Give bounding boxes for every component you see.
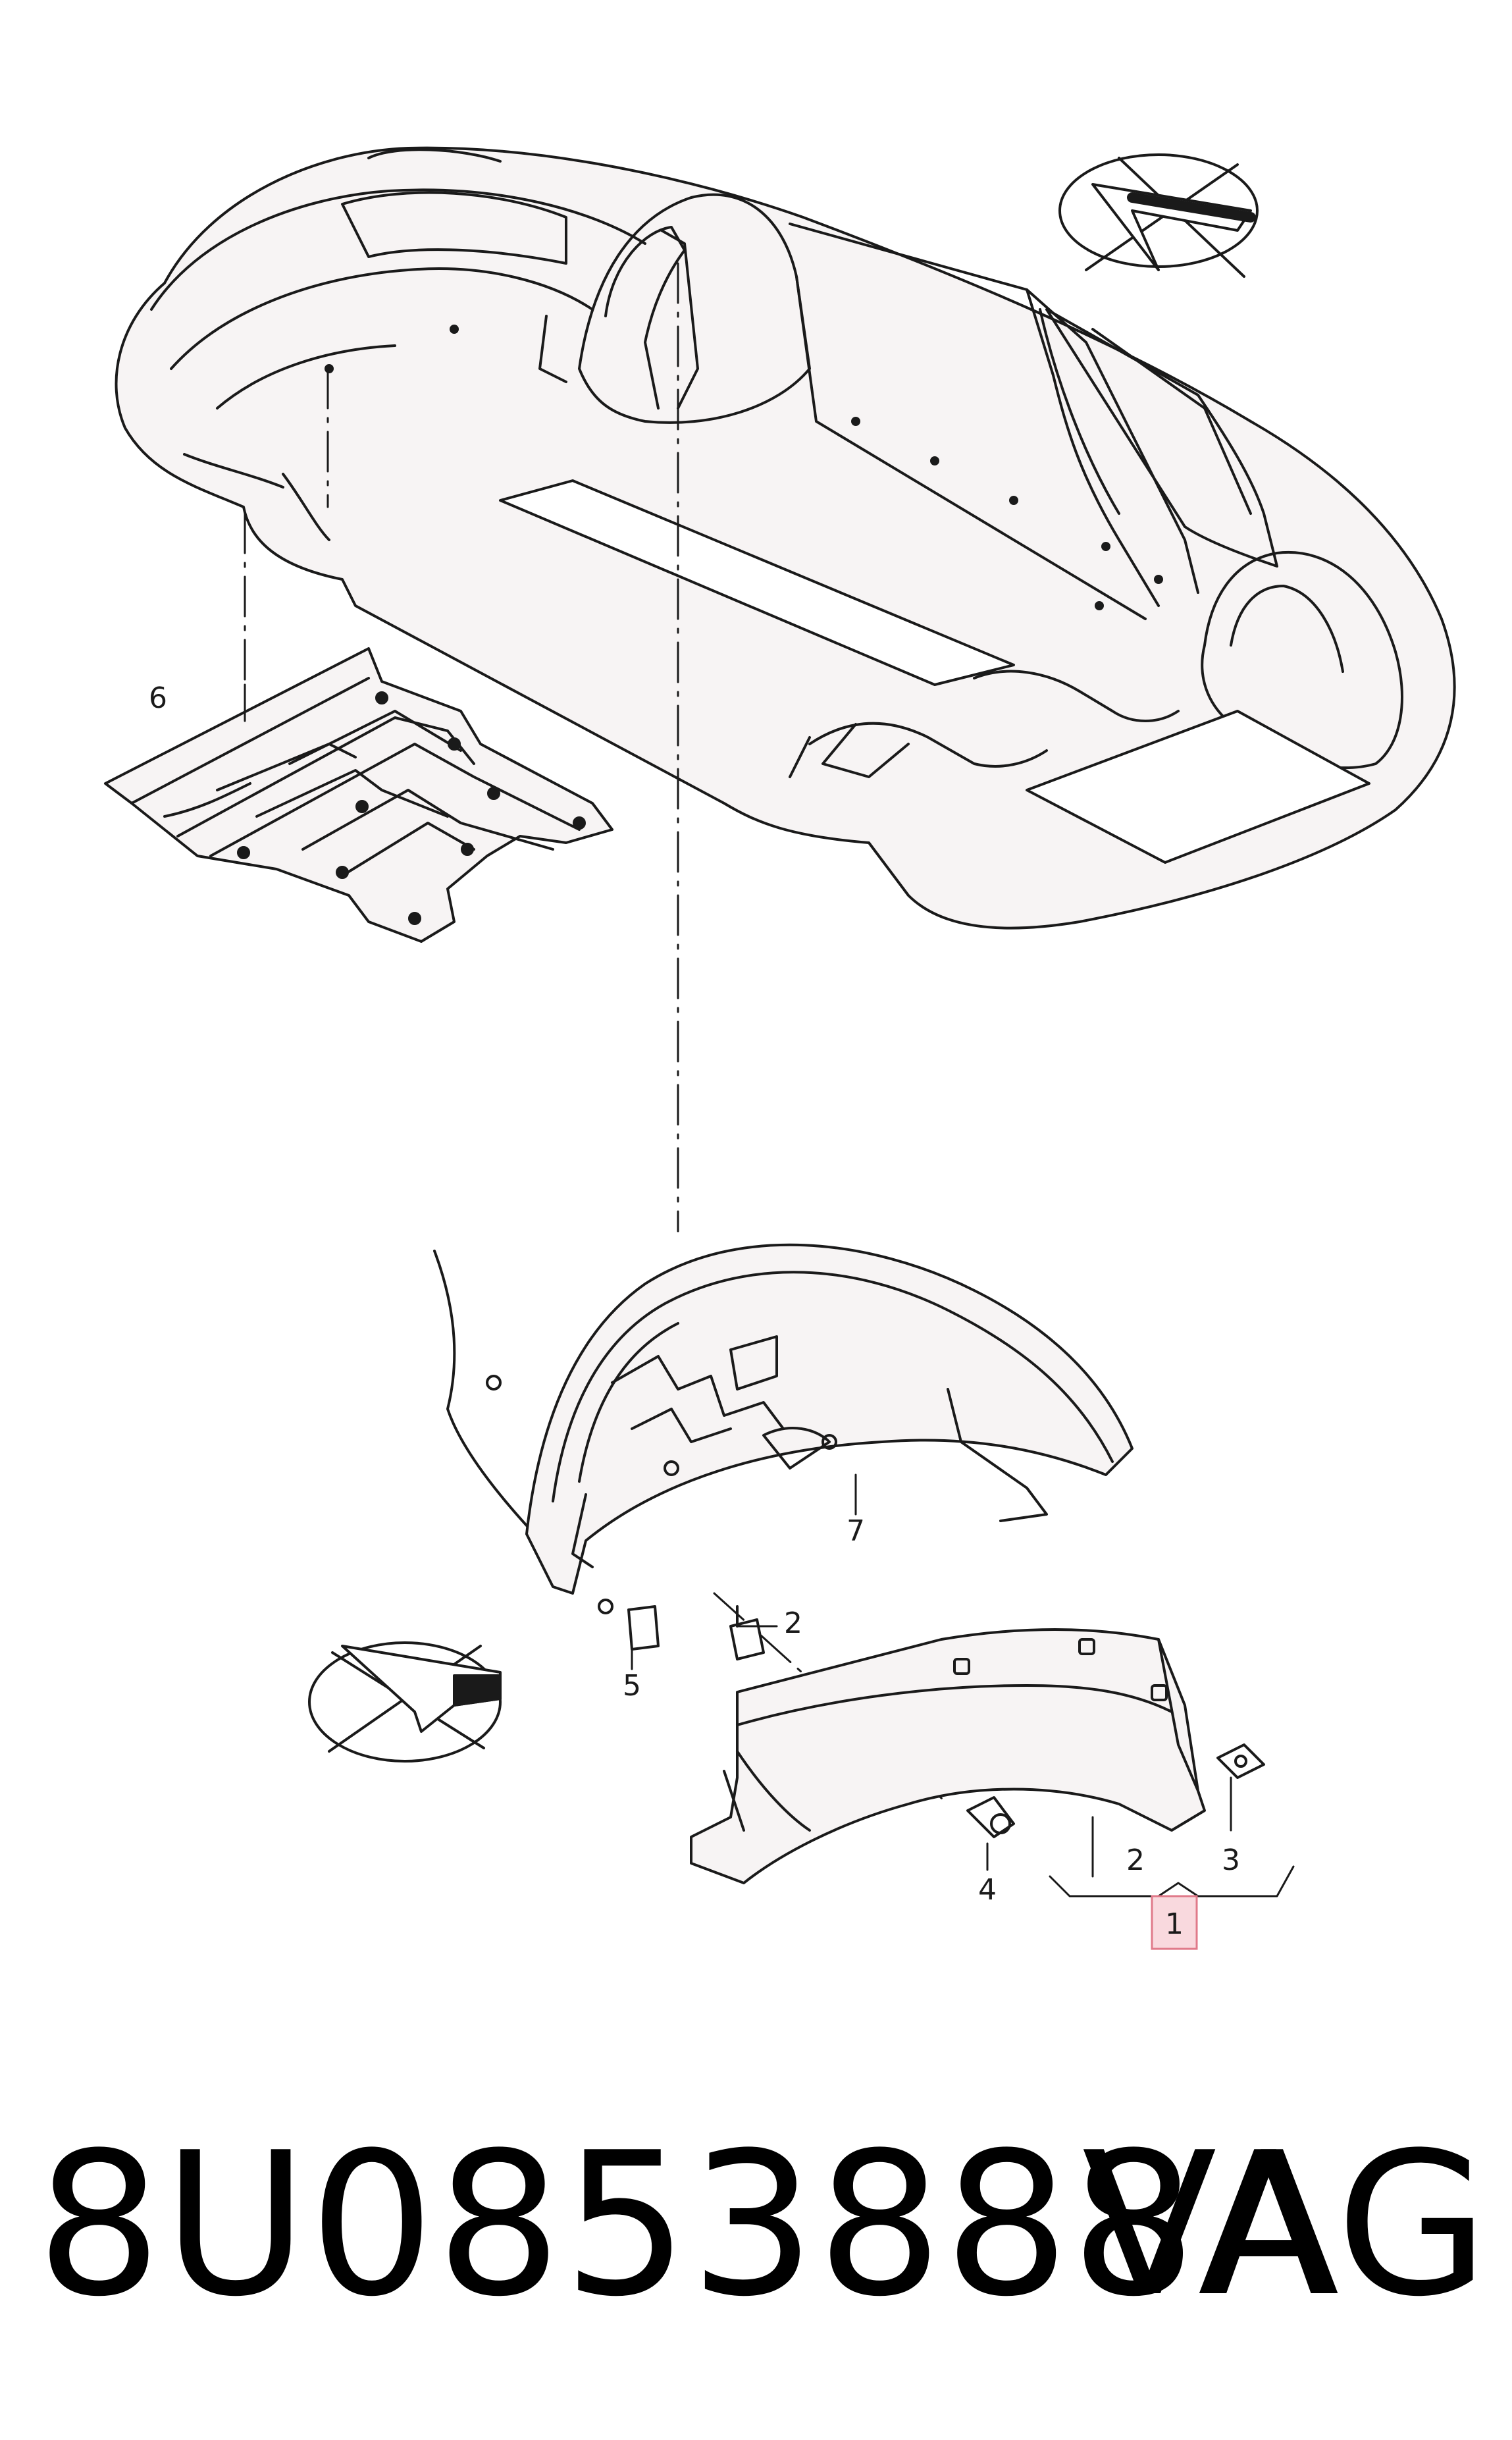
clip-nut-3 bbox=[1216, 1743, 1265, 1779]
orientation-arrow-icon bbox=[308, 1641, 502, 1763]
callout-leaders bbox=[244, 683, 1295, 1897]
callout-2-bottom: 2 bbox=[1126, 1843, 1145, 1877]
callout-2-top: 2 bbox=[784, 1606, 802, 1640]
callout-6: 6 bbox=[149, 681, 167, 715]
wheel-housing-liner bbox=[690, 1628, 1206, 1884]
callout-4: 4 bbox=[978, 1873, 997, 1907]
orientation-arrow-icon bbox=[1058, 153, 1259, 278]
part-number: 8U0853888A bbox=[36, 2110, 1334, 2340]
underbody-shield-panel bbox=[104, 647, 613, 943]
callout-5: 5 bbox=[623, 1669, 641, 1703]
clip-nut-2 bbox=[729, 1605, 765, 1660]
brand-name: VAG bbox=[1082, 2110, 1489, 2340]
parts-diagram: 6 7 2 5 4 2 3 1 bbox=[104, 146, 1456, 1950]
wheel-arch-liner bbox=[433, 1243, 1134, 1614]
callout-1: 1 bbox=[1165, 1907, 1184, 1941]
footer: 8U0853888A VAG bbox=[0, 2094, 1512, 2370]
clip-5 bbox=[627, 1605, 660, 1651]
callout-3: 3 bbox=[1222, 1843, 1240, 1877]
bolt-4 bbox=[966, 1796, 1015, 1838]
callout-7: 7 bbox=[847, 1514, 865, 1548]
callout-box-1 bbox=[1151, 1895, 1198, 1950]
vehicle-underbody bbox=[115, 146, 1456, 930]
